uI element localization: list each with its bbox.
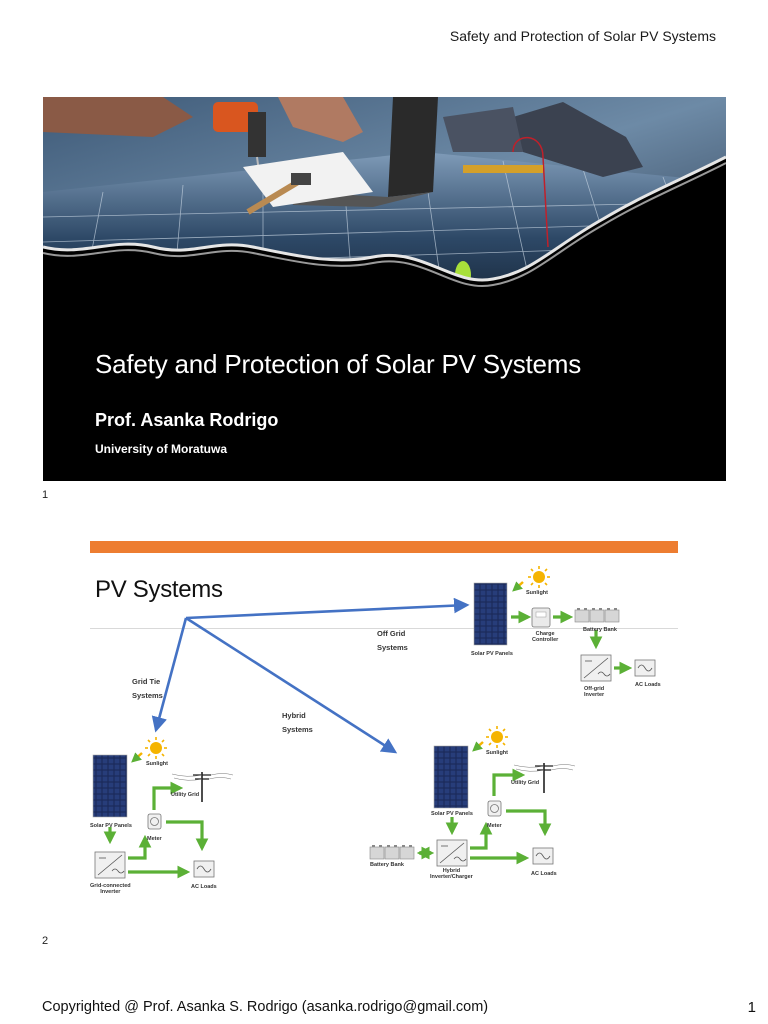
hybrid-inverter-label: Hybrid Inverter/Charger [430,868,473,880]
hybrid-sunlight-label: Sunlight [486,750,508,756]
charge-controller-label: Charge Controller [532,631,559,643]
copyright-footer: Copyrighted @ Prof. Asanka S. Rodrigo (a… [42,999,489,1015]
off-grid-diagram [473,565,656,682]
solar-installation-photo [43,97,726,307]
grid-tie-loads-label: AC Loads [191,884,217,890]
page-header-title: Safety and Protection of Solar PV System… [449,28,716,44]
off-grid-battery-label: Battery Bank [583,627,617,633]
pv-systems-diagram [92,565,656,879]
hybrid-loads-label: AC Loads [531,871,557,877]
title-slide: Safety and Protection of Solar PV System… [43,97,726,481]
page-number: 1 [747,999,756,1016]
grid-tie-label: Grid Tie Systems [132,677,163,700]
grid-tie-panels-label: Solar PV Panels [90,823,132,829]
off-grid-inverter-label: Off-grid Inverter [584,686,605,698]
slide1-author: Prof. Asanka Rodrigo [95,410,279,430]
grid-tie-sunlight-label: Sunlight [146,761,168,767]
hybrid-meter-label: Meter [487,823,502,829]
slide2-title: PV Systems [95,576,223,603]
slide1-title: Safety and Protection of Solar PV System… [95,349,582,379]
grid-tie-diagram [92,736,234,879]
off-grid-loads-label: AC Loads [635,682,661,688]
accent-bar [90,541,678,553]
off-grid-panels-label: Solar PV Panels [471,651,513,657]
pv-systems-slide: PV Systems [90,530,680,910]
off-grid-sunlight-label: Sunlight [526,590,548,596]
slide-number-1: 1 [42,489,49,501]
grid-tie-inverter-label: Grid-connected Inverter [90,883,131,895]
hybrid-diagram [369,725,576,867]
branch-arrows [151,597,470,754]
hybrid-panels-label: Solar PV Panels [431,811,473,817]
slide-number-2: 2 [42,935,49,947]
title-divider [90,628,678,629]
hybrid-battery-label: Battery Bank [370,862,404,868]
hybrid-utility-label: Utility Grid [511,780,540,786]
grid-tie-utility-label: Utility Grid [171,792,200,798]
grid-tie-meter-label: Meter [147,836,162,842]
hybrid-label: Hybrid Systems [282,711,313,734]
slide1-affiliation: University of Moratuwa [95,442,228,456]
off-grid-label: Off Grid Systems [377,629,408,652]
